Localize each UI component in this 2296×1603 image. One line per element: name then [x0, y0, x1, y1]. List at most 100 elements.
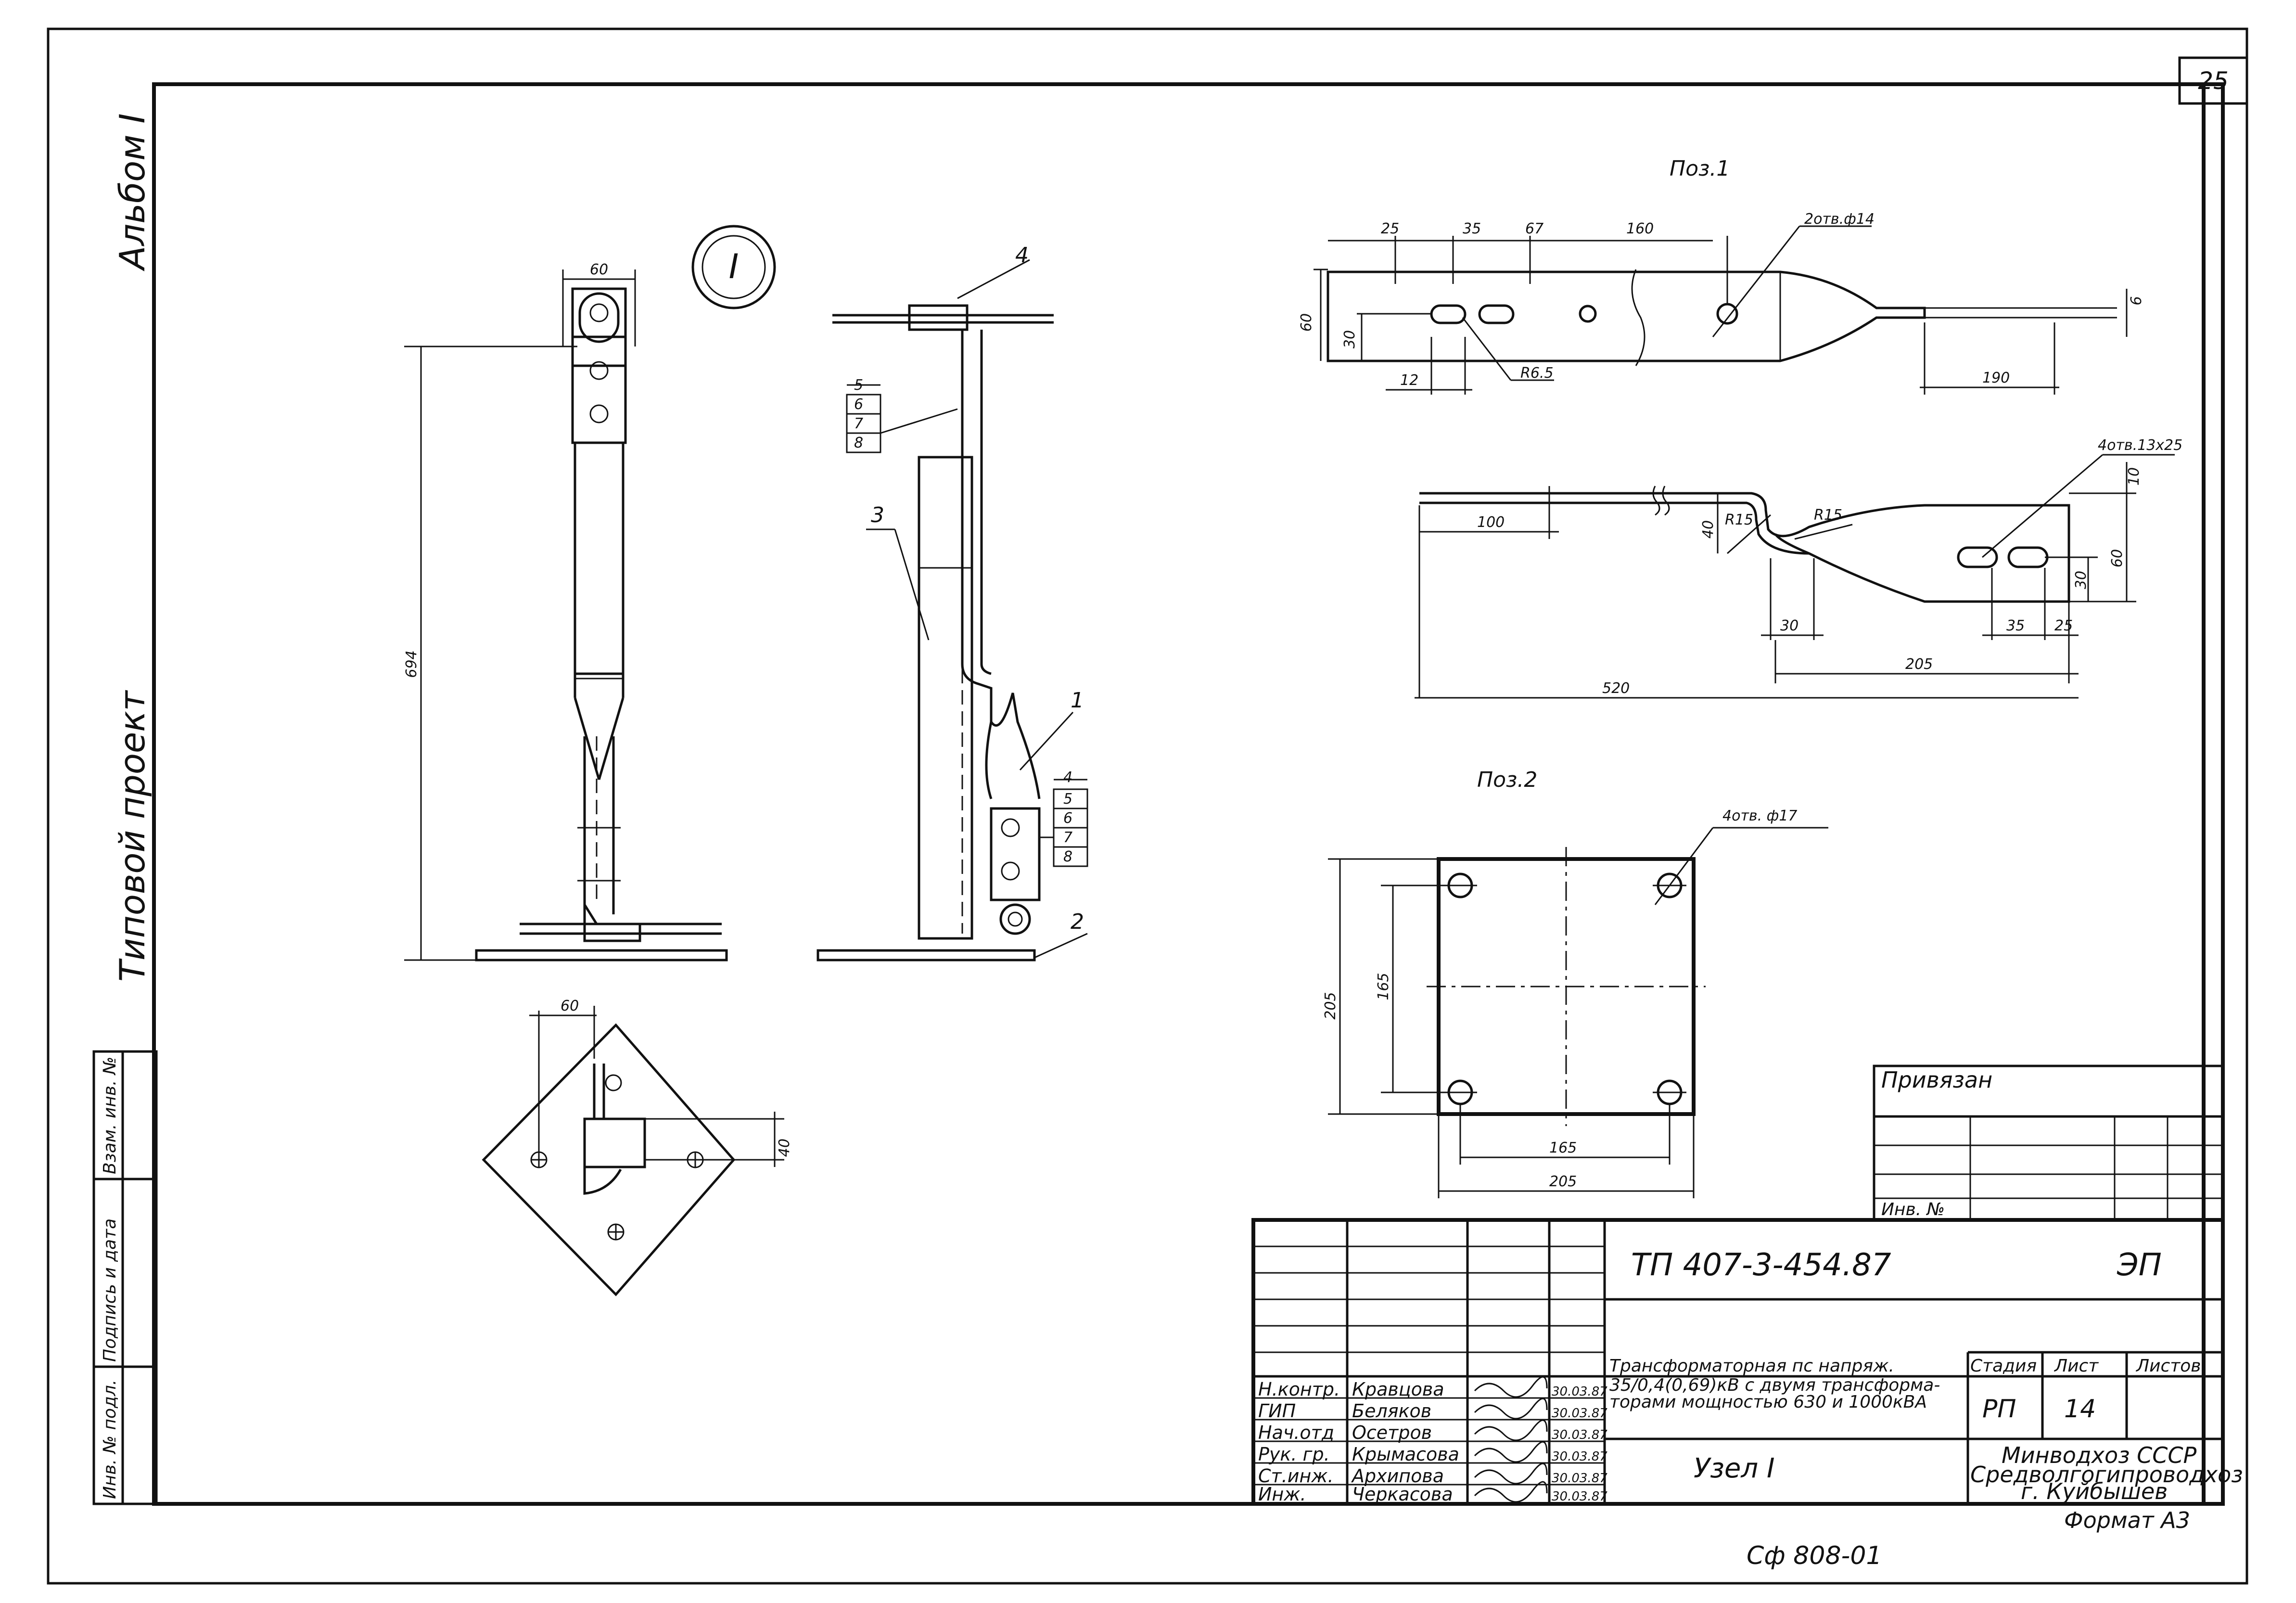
signature-scribble	[1474, 1481, 1548, 1503]
signature-name: Крымасова	[1352, 1444, 1459, 1465]
poz1-dim-30c: 30	[2073, 571, 2090, 589]
side-callout-4-top: 4	[1015, 243, 1029, 268]
signature-date: 30.03.87	[1552, 1428, 1607, 1442]
poz2-dim-165h: 165	[1549, 1140, 1577, 1156]
side-stamp-vzam: Взам. инв. №	[100, 1057, 120, 1174]
poz1-dim-25: 25	[2054, 617, 2073, 634]
signature-role: Нач.отд	[1258, 1422, 1334, 1443]
poz1-drawing: Поз.1 25 35 67 160 2отв.ф14 60 30 12	[1298, 156, 2182, 699]
poz1-dim-r15b: R15	[1814, 507, 1842, 524]
side-stamp-inv: Инв. № подл.	[100, 1380, 120, 1499]
poz2-title: Поз.2	[1477, 768, 1537, 792]
plan-dim-40: 40	[776, 1139, 793, 1157]
stadia-header: Стадия	[1970, 1356, 2037, 1376]
signature-date: 30.03.87	[1552, 1406, 1607, 1421]
signature-date: 30.03.87	[1552, 1489, 1607, 1504]
org-line-2: Средволгогипроводхоз	[1970, 1462, 2243, 1488]
privyazan-label: Привязан	[1881, 1067, 1992, 1093]
privyazan-block: Привязан Инв. №	[1873, 1064, 2224, 1221]
side-stamp-podpis: Подпись и дата	[100, 1218, 120, 1362]
side-callout-1: 1	[1071, 688, 1084, 713]
signature-scribble	[1474, 1376, 1548, 1398]
poz1-dim-30b: 30	[1780, 617, 1799, 634]
side-callout-6-b: 6	[1063, 810, 1072, 827]
poz1-dim-190: 190	[1982, 370, 2010, 386]
signature-role: ГИП	[1258, 1400, 1296, 1422]
bottom-code: Сф 808-01	[1747, 1541, 1882, 1570]
poz1-dim-25: 25	[1381, 220, 1399, 237]
plan-view: 60 40	[482, 998, 793, 1296]
album-label: Альбом I	[112, 113, 153, 271]
signature-scribble	[1474, 1419, 1548, 1441]
poz1-dim-r65: R6.5	[1520, 365, 1554, 382]
poz2-drawing: Поз.2 4отв. ф17 205 165 165 205	[1322, 768, 1828, 1198]
poz1-dim-10: 10	[2126, 467, 2143, 486]
side-callout-6: 6	[854, 396, 863, 413]
description-line-3: торами мощностью 630 и 1000кВА	[1609, 1392, 1927, 1412]
description-line-1: Трансформаторная пс напряж.	[1609, 1356, 1894, 1376]
signature-role: Рук. гр.	[1258, 1444, 1330, 1465]
signature-date: 30.03.87	[1552, 1471, 1607, 1486]
node-mark: I	[691, 225, 776, 309]
side-stamp: Взам. инв. № Подпись и дата Инв. № подл.	[92, 1050, 158, 1505]
poz1-dim-40: 40	[1700, 520, 1717, 539]
signature-name: Черкасова	[1352, 1484, 1453, 1505]
poz1-dim-35: 35	[1463, 220, 1481, 237]
side-callout-8: 8	[854, 435, 863, 451]
poz1-dim-60b: 60	[2109, 549, 2126, 567]
poz2-hole-note: 4отв. ф17	[1722, 808, 1798, 824]
signature-scribble	[1474, 1462, 1548, 1485]
stadia-value: РП	[1982, 1395, 2016, 1423]
poz2-dim-205h: 205	[1549, 1173, 1577, 1190]
poz1-dim-35: 35	[2006, 617, 2025, 634]
side-callout-3: 3	[871, 503, 884, 527]
sheet-title: Узел I	[1694, 1453, 1774, 1484]
list-value: 14	[2064, 1395, 2096, 1423]
signature-role: Ст.инж.	[1258, 1465, 1334, 1487]
front-dim-height: 694	[403, 650, 420, 678]
front-view: 60 694	[403, 261, 728, 962]
poz1-dim-160: 160	[1626, 220, 1654, 237]
sheet-number-box	[2178, 56, 2248, 105]
side-callout-5: 5	[854, 377, 863, 394]
signature-scribble	[1474, 1441, 1548, 1463]
sheet-number: 25	[2198, 67, 2229, 95]
poz2-dim-165v: 165	[1375, 973, 1392, 1000]
poz1-title: Поз.1	[1670, 156, 1730, 181]
signature-role: Н.контр.	[1258, 1379, 1340, 1400]
poz1-dim-67: 67	[1525, 220, 1543, 237]
poz1-dim-100: 100	[1477, 514, 1505, 531]
list-header: Лист	[2054, 1356, 2099, 1376]
side-callout-4-b: 4	[1063, 769, 1072, 786]
poz1-dim-205: 205	[1905, 656, 1933, 673]
org-line-1: Минводхоз СССР	[2002, 1442, 2197, 1468]
poz1-hole-note: 2отв.ф14	[1804, 211, 1875, 228]
side-view: 4 5 6 7 8 3 1 4 5 6 7 8 2	[816, 243, 1088, 962]
front-dim-width: 60	[590, 261, 608, 278]
poz1-dim-r15a: R15	[1725, 512, 1753, 528]
signature-scribble	[1474, 1398, 1548, 1420]
poz1-dim-520: 520	[1602, 680, 1630, 697]
poz1-slot-note: 4отв.13x25	[2098, 437, 2182, 454]
side-callout-7: 7	[854, 415, 863, 432]
poz1-dim-60: 60	[1298, 313, 1315, 332]
inner-frame	[152, 82, 2225, 1506]
poz1-dim-6: 6	[2128, 296, 2145, 305]
title-block: ТП 407-3-454.87 ЭП Трансформаторная пс н…	[1251, 1218, 2243, 1533]
description-line-2: 35/0,4(0,69)кВ с двумя трансформа-	[1609, 1375, 1940, 1395]
doc-mark: ЭП	[2117, 1247, 2162, 1283]
node-mark-text: I	[729, 247, 739, 286]
signature-date: 30.03.87	[1552, 1449, 1607, 1464]
signature-name: Архипова	[1351, 1465, 1444, 1487]
signature-name: Беляков	[1352, 1400, 1431, 1422]
org-line-3: г. Куйбышев	[2021, 1478, 2168, 1504]
project-label: Типовой проект	[112, 690, 153, 982]
signature-name: Осетров	[1352, 1422, 1432, 1443]
side-callout-7-b: 7	[1063, 829, 1072, 846]
side-callout-5-b: 5	[1063, 791, 1072, 808]
listov-header: Листов	[2135, 1356, 2201, 1376]
format-label: Формат А3	[2064, 1507, 2190, 1533]
outer-frame	[47, 27, 2248, 1585]
side-callout-2: 2	[1071, 910, 1084, 934]
